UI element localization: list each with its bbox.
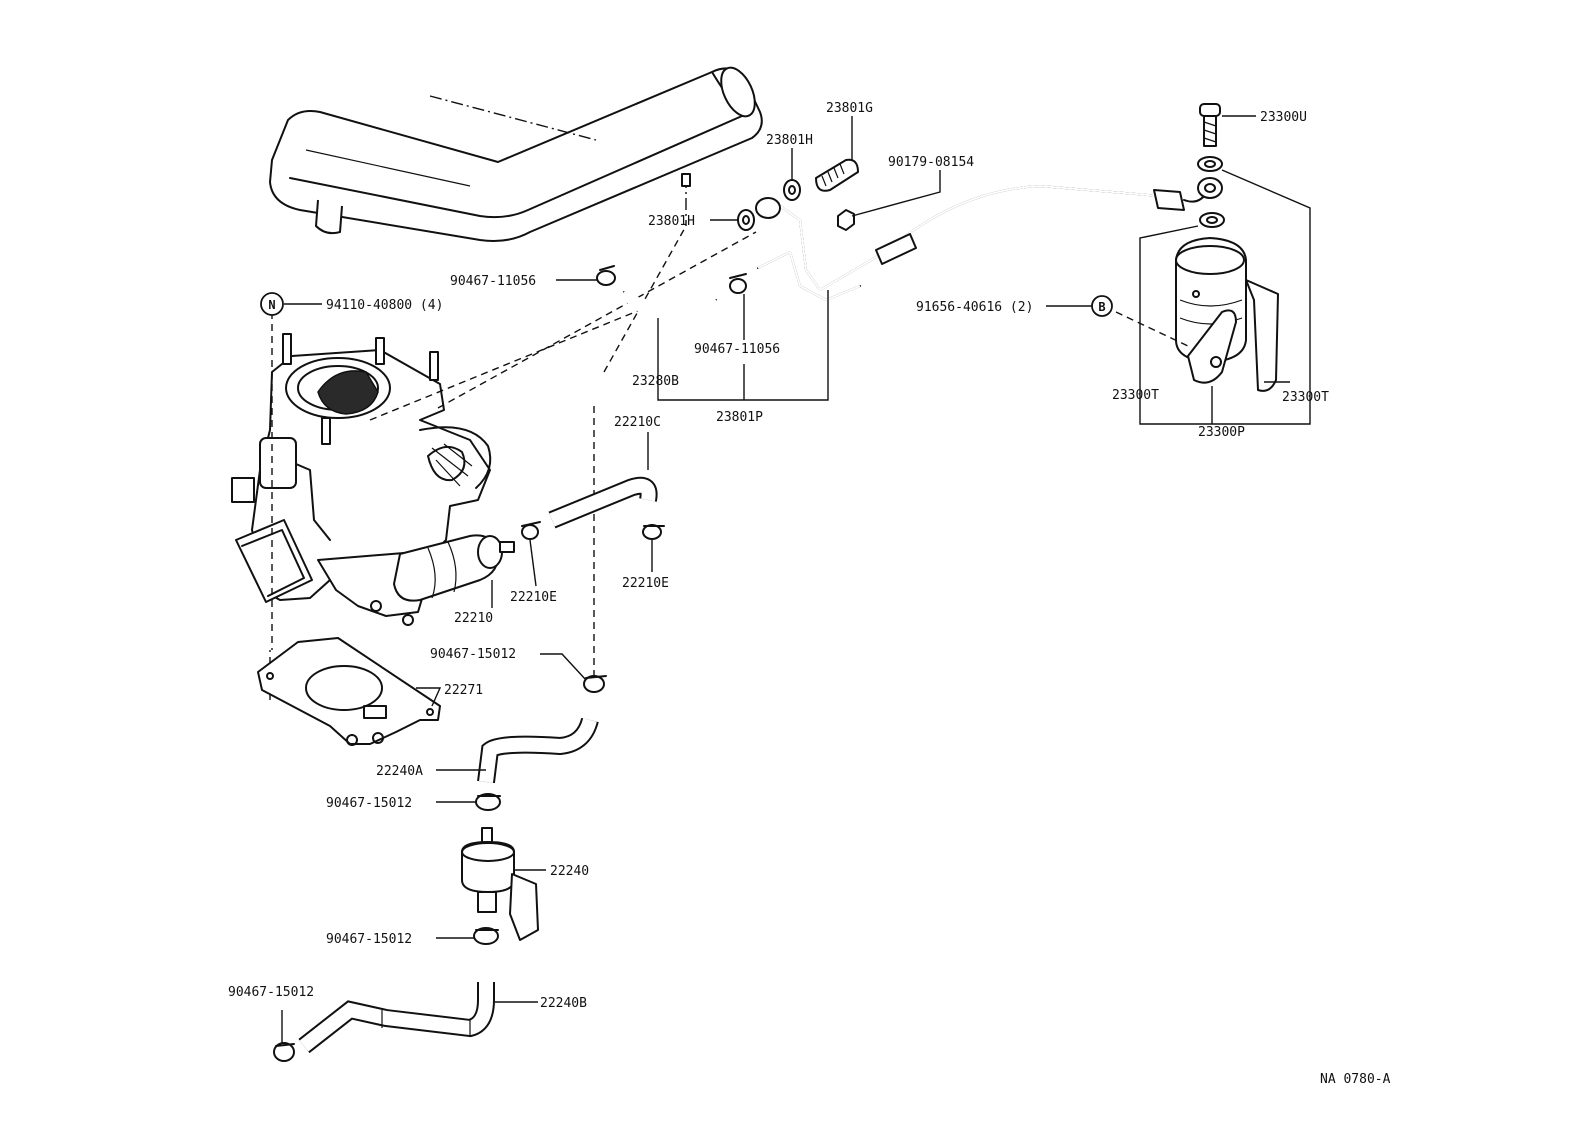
clamp-22210e — [642, 524, 665, 540]
label-22210e: 22210E — [622, 576, 669, 591]
air-duct — [269, 66, 763, 242]
marker-b-letter: B — [1098, 300, 1105, 314]
duct-nipple — [681, 173, 691, 187]
clamp-90467-15012 — [475, 793, 501, 811]
marker-n-letter: N — [268, 298, 275, 312]
banjo-fitting — [755, 197, 781, 219]
guide-line — [1115, 311, 1189, 347]
throttle-body — [231, 333, 515, 626]
label-23300t: 23300T — [1282, 390, 1329, 405]
duct-guide-line — [429, 95, 597, 141]
leader-lines — [281, 115, 1311, 1044]
fuel-line-fitting — [1153, 189, 1185, 211]
clamp-90467-15012 — [273, 1042, 295, 1062]
gasket-22271 — [257, 637, 441, 746]
label-22240a: 22240A — [376, 764, 423, 779]
guide-line — [603, 225, 687, 373]
marker-b: B — [1091, 295, 1113, 317]
marker-n: N — [260, 292, 284, 316]
label-90467-15012: 90467-15012 — [430, 647, 516, 662]
hose-23280b-inner — [619, 287, 721, 326]
label-23801g: 23801G — [826, 101, 873, 116]
nut-90179-08154 — [837, 209, 855, 231]
label-90467-15012: 90467-15012 — [326, 932, 412, 947]
fuel-pipe-23801p-inner — [757, 250, 861, 302]
label-22271: 22271 — [444, 683, 483, 698]
label-23801p: 23801P — [716, 410, 763, 425]
label-22240b: 22240B — [540, 996, 587, 1011]
label-90467-15012: 90467-15012 — [228, 985, 314, 1000]
label-23300t: 23300T — [1112, 388, 1159, 403]
part-labels: 94110-40800 (4) 90467-11056 23801H 23801… — [228, 101, 1391, 1087]
hose-22240b-band — [381, 1010, 471, 1036]
fuel-pipe-23801p-inner — [779, 205, 891, 292]
stud-bolt — [282, 333, 292, 365]
clamp-90467-11056 — [729, 273, 747, 294]
label-23801h: 23801H — [766, 133, 813, 148]
label-23280b: 23280B — [632, 374, 679, 389]
label-90467-11056: 90467-11056 — [694, 342, 780, 357]
clamp-90467-11056 — [596, 265, 616, 286]
hose-22240b-inner — [299, 982, 493, 1052]
clamp-22210e — [521, 521, 541, 540]
label-23801h: 23801H — [648, 214, 695, 229]
label-22210: 22210 — [454, 611, 493, 626]
gasket-23801h — [783, 179, 801, 201]
label-22210e: 22210E — [510, 590, 557, 605]
stud-bolt — [321, 417, 331, 445]
fuel-pump-23300p — [1175, 103, 1279, 392]
label-90467-15012: 90467-15012 — [326, 796, 412, 811]
guide-line — [437, 231, 757, 409]
hose-22210c-inner — [549, 478, 656, 527]
fuel-line-fitting — [875, 233, 917, 265]
label-90467-11056: 90467-11056 — [450, 274, 536, 289]
label-23300u: 23300U — [1260, 110, 1307, 125]
label-90179-08154: 90179-08154 — [888, 155, 974, 170]
label-91656-40616: 91656-40616 (2) — [916, 300, 1033, 315]
gasket-23801h — [737, 209, 755, 231]
stud-bolt — [375, 337, 385, 365]
guide-line — [369, 309, 641, 421]
union-bolt-23801g — [815, 158, 859, 192]
stud-bolt — [429, 351, 439, 381]
label-94110-40800: 94110-40800 (4) — [326, 298, 443, 313]
vacuum-switching-valve-22240 — [461, 827, 539, 941]
diagram-reference: NA 0780-A — [1320, 1072, 1391, 1087]
clamp-90467-15012 — [473, 927, 499, 945]
label-22240: 22240 — [550, 864, 589, 879]
label-23300p: 23300P — [1198, 425, 1245, 440]
clamp-90467-15012 — [583, 675, 607, 693]
hose-22240a-inner — [479, 717, 597, 783]
label-22210c: 22210C — [614, 415, 661, 430]
